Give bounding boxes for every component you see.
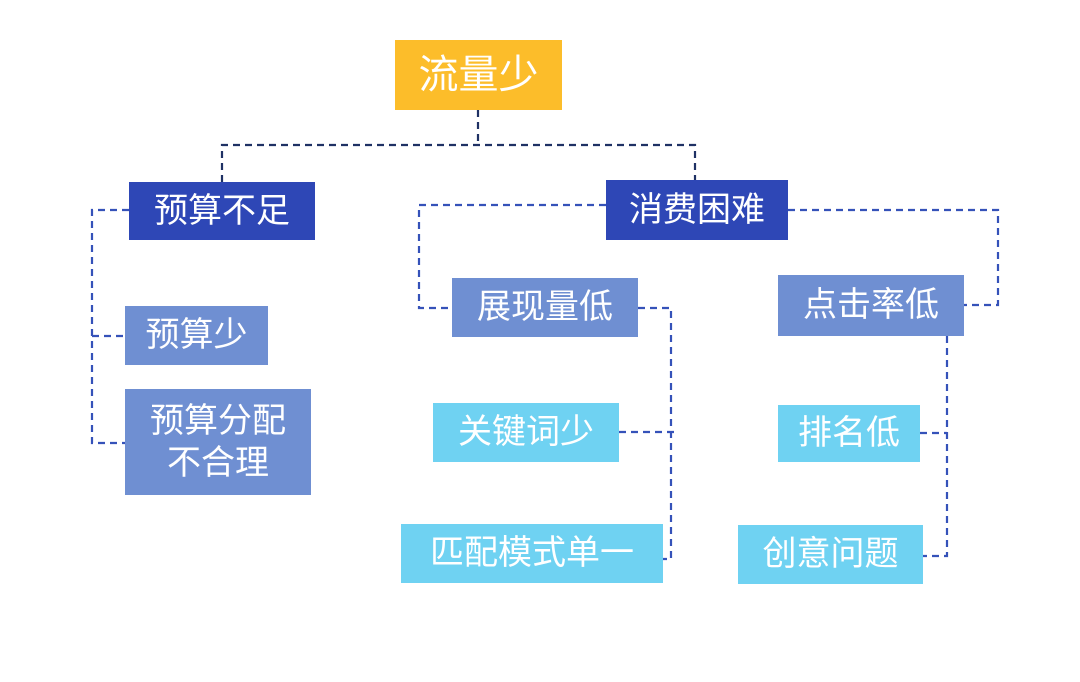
node-few-keywords: 关键词少 [433,403,619,462]
node-single-match-mode: 匹配模式单一 [401,524,663,583]
connector-spend-to-low-ctr [788,208,1000,307]
node-low-budget: 预算少 [125,306,268,365]
node-spend-difficulty: 消费困难 [606,180,788,240]
connector-budget-to-children [90,208,129,445]
connector-spend-to-low-impression [417,203,606,310]
root-node: 流量少 [395,40,562,110]
node-low-ctr: 点击率低 [778,275,964,336]
connector-root-to-level1 [220,110,697,182]
node-low-impressions: 展现量低 [452,278,638,337]
node-low-rank: 排名低 [778,405,920,462]
node-budget-allocation: 预算分配 不合理 [125,389,311,495]
connector-low-ctr-to-children [920,336,949,558]
node-creative-issue: 创意问题 [738,525,923,584]
node-budget-insufficient: 预算不足 [129,182,315,240]
connector-low-impression-to-children [619,306,676,561]
